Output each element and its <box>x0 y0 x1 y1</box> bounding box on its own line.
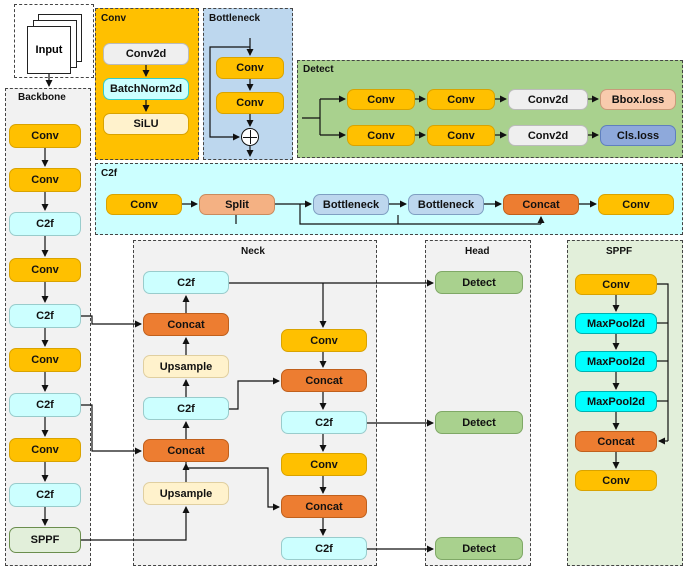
bottleneck-module-conv-1: Conv <box>216 57 284 79</box>
sppf-module-conv-out: Conv <box>575 470 657 491</box>
neck-right-conv-bottom: Conv <box>281 453 367 476</box>
neck-right-c2f-mid: C2f <box>281 411 367 434</box>
backbone-conv-3: Conv <box>9 258 81 282</box>
head-detect-1: Detect <box>435 271 523 294</box>
c2f-module-split: Split <box>199 194 275 215</box>
neck-right-c2f-bottom: C2f <box>281 537 367 560</box>
head-detect-3: Detect <box>435 537 523 560</box>
backbone-c2f-4: C2f <box>9 483 81 507</box>
detect-module-bottom-conv2d: Conv2d <box>508 125 588 146</box>
backbone-conv-5: Conv <box>9 438 81 462</box>
backbone-sppf: SPPF <box>9 527 81 553</box>
head-title: Head <box>465 246 490 257</box>
detect-module-bottom-conv-2: Conv <box>427 125 495 146</box>
conv-module-conv2d: Conv2d <box>103 43 189 65</box>
conv-module-batchnorm2d: BatchNorm2d <box>103 78 189 100</box>
neck-left-upsample-top: Upsample <box>143 355 229 378</box>
detect-module-bbox-loss: Bbox.loss <box>600 89 676 110</box>
sppf-module-maxpool-3: MaxPool2d <box>575 391 657 412</box>
backbone-conv-1: Conv <box>9 124 81 148</box>
sppf-module-maxpool-1: MaxPool2d <box>575 313 657 334</box>
backbone-conv-2: Conv <box>9 168 81 192</box>
neck-right-concat-bottom: Concat <box>281 495 367 518</box>
input-label: Input <box>35 44 63 56</box>
detect-module-bottom-conv-1: Conv <box>347 125 415 146</box>
head-detect-2: Detect <box>435 411 523 434</box>
c2f-module-title: C2f <box>101 168 118 179</box>
neck-right-concat-top: Concat <box>281 369 367 392</box>
c2f-module-conv-in: Conv <box>106 194 182 215</box>
neck-right-conv-top: Conv <box>281 329 367 352</box>
detect-module-title: Detect <box>303 64 334 75</box>
input-sheet-front: Input <box>27 26 71 74</box>
sppf-module-conv-in: Conv <box>575 274 657 295</box>
neck-left-c2f-top: C2f <box>143 271 229 294</box>
c2f-module-bottleneck-1: Bottleneck <box>313 194 389 215</box>
neck-left-concat-bottom: Concat <box>143 439 229 462</box>
backbone-conv-4: Conv <box>9 348 81 372</box>
detect-module-top-conv-1: Conv <box>347 89 415 110</box>
sppf-module-concat: Concat <box>575 431 657 452</box>
c2f-module-conv-out: Conv <box>598 194 674 215</box>
neck-left-concat-top: Concat <box>143 313 229 336</box>
c2f-module-panel <box>95 163 683 235</box>
detect-module-cls-loss: Cls.loss <box>600 125 676 146</box>
neck-title: Neck <box>241 246 265 257</box>
neck-left-c2f-mid: C2f <box>143 397 229 420</box>
detect-module-top-conv2d: Conv2d <box>508 89 588 110</box>
detect-module-top-conv-2: Conv <box>427 89 495 110</box>
conv-module-title: Conv <box>101 13 126 24</box>
backbone-c2f-3: C2f <box>9 393 81 417</box>
sppf-module-maxpool-2: MaxPool2d <box>575 351 657 372</box>
conv-module-silu: SiLU <box>103 113 189 135</box>
backbone-c2f-1: C2f <box>9 212 81 236</box>
backbone-c2f-2: C2f <box>9 304 81 328</box>
add-operator-icon <box>241 128 259 146</box>
backbone-title: Backbone <box>18 92 66 103</box>
c2f-module-bottleneck-2: Bottleneck <box>408 194 484 215</box>
bottleneck-module-title: Bottleneck <box>209 13 261 24</box>
head-panel <box>425 240 531 566</box>
c2f-module-concat: Concat <box>503 194 579 215</box>
input-panel <box>14 4 94 78</box>
neck-left-upsample-bottom: Upsample <box>143 482 229 505</box>
sppf-module-title: SPPF <box>606 246 633 257</box>
bottleneck-module-conv-2: Conv <box>216 92 284 114</box>
